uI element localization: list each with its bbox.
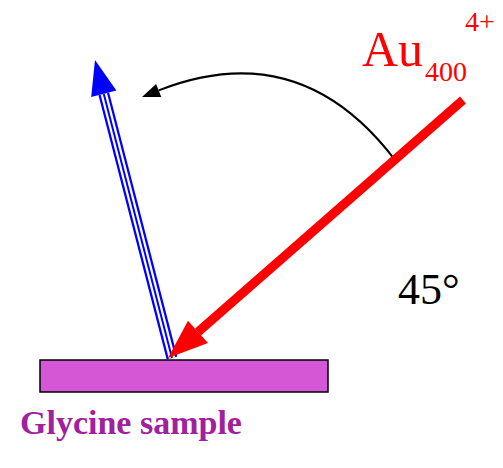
angle-label: 45°	[398, 268, 460, 312]
sample-plate	[40, 360, 328, 392]
cluster-size-subscript: 400	[425, 58, 467, 86]
arc-arrowhead	[142, 84, 161, 97]
angle-arc	[159, 73, 395, 160]
ion-beam	[168, 100, 463, 358]
sample-label: Glycine sample	[20, 406, 242, 440]
emitted-beam	[91, 60, 172, 358]
ion-symbol: Au	[362, 24, 423, 74]
charge-superscript: 4+	[465, 8, 495, 36]
